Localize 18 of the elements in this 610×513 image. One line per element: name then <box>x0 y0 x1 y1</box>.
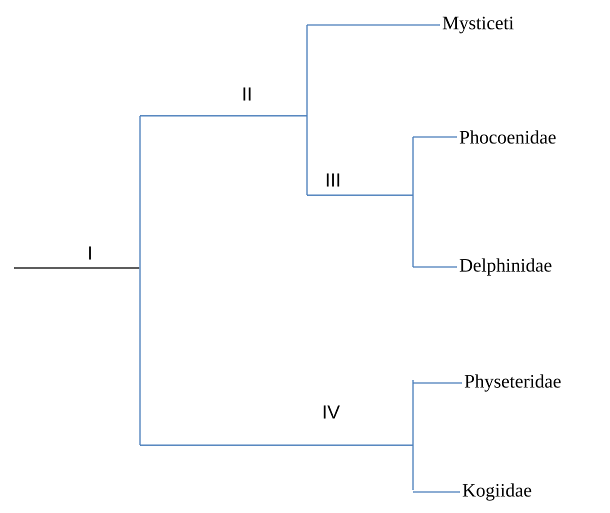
taxon-label: Kogiidae <box>462 483 532 501</box>
branch-line <box>413 491 460 493</box>
branch-line <box>307 24 440 26</box>
branch-line <box>14 267 140 269</box>
branch-line <box>307 194 413 196</box>
branch-line <box>140 444 413 446</box>
branch-line <box>140 115 307 116</box>
taxon-label: Delphinidae <box>460 258 552 276</box>
branch-label: I <box>89 246 91 260</box>
branch-line <box>413 266 457 268</box>
branch-label: III <box>326 173 340 187</box>
branch-line <box>413 382 462 384</box>
taxon-label: Mysticeti <box>442 16 514 34</box>
taxon-label: Physeteridae <box>464 374 561 392</box>
branch-label: IV <box>324 405 340 419</box>
branch-label: II <box>243 87 251 101</box>
taxon-label: Phocoenidae <box>460 130 556 144</box>
branch-line <box>413 136 457 138</box>
